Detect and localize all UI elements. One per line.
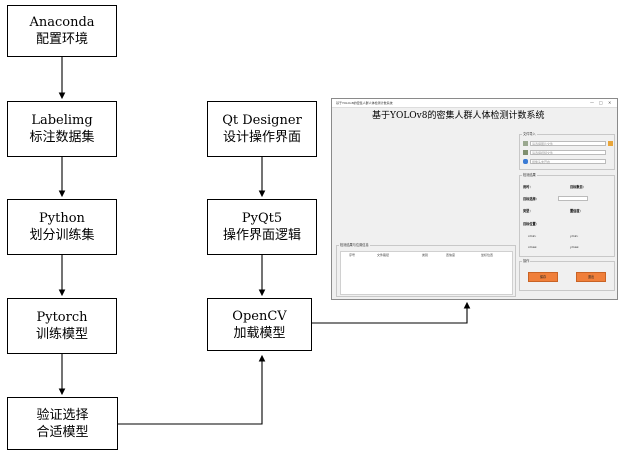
save-button-label: 保存 (539, 275, 547, 279)
node-qtdesigner-line1: Qt Designer (222, 113, 302, 128)
table-header-pos: 坐标位置 (481, 253, 494, 257)
file-group-title: 文件导入 (522, 132, 537, 137)
folder-icon[interactable] (608, 141, 613, 146)
target-select-dropdown[interactable] (558, 196, 588, 201)
image-file-placeholder: 请选择图片文件 (532, 142, 554, 146)
node-opencv: OpenCV 加载模型 (207, 298, 312, 351)
node-pyqt5: PyQt5 操作界面逻辑 (207, 199, 317, 255)
video-icon (523, 150, 528, 155)
ops-group-title: 操作 (522, 259, 531, 264)
node-labelimg-line2: 标注数据集 (29, 130, 95, 145)
ymax-label: ymax: (570, 245, 580, 249)
node-labelimg-line1: Labelimg (31, 113, 93, 128)
result-group: 检测结果 用时： 目标数目： 目标选择： 类型： 置信度： 目标位置： xmin… (519, 173, 615, 257)
ymin-label: ymin: (570, 234, 579, 238)
node-python: Python 划分训练集 (7, 199, 117, 255)
ops-group: 操作 保存 退出 (519, 259, 615, 291)
xmax-label: xmax: (528, 245, 538, 249)
arrow-opencv-app (312, 301, 471, 324)
node-validate-line2: 合适模型 (36, 424, 89, 440)
node-validate: 验证选择 合适模型 (7, 397, 118, 450)
image-file-field[interactable]: 请选择图片文件 (530, 141, 606, 146)
app-window-title: 基于YOLOv8的密集人群人体检测计数系统 (336, 101, 393, 105)
app-window: 基于YOLOv8的密集人群人体检测计数系统 — □ ✕ 基于YOLOv8的密集人… (331, 98, 618, 300)
node-pytorch-line2: 训练模型 (35, 327, 88, 342)
table-group: 检测结果与位置信息 序号 文件路径 类别 置信度 坐标位置 (336, 243, 516, 297)
node-pyqt5-line1: PyQt5 (241, 211, 283, 226)
app-title: 基于YOLOv8的密集人群人体检测计数系统 (372, 111, 545, 121)
count-label: 目标数目： (570, 185, 586, 189)
node-python-line1: Python (39, 211, 85, 226)
position-label: 目标位置： (523, 222, 539, 226)
close-icon[interactable]: ✕ (608, 100, 612, 105)
node-pytorch: Pytorch 训练模型 (7, 298, 117, 354)
node-opencv-line1: OpenCV (232, 308, 287, 324)
confidence-label: 置信度： (570, 209, 583, 213)
node-anaconda-line2: 配置环境 (35, 32, 88, 47)
arrow-validate-opencv (118, 354, 266, 425)
file-group: 文件导入 请选择图片文件 请选择视频文件 摄像头未开启 (519, 132, 615, 170)
node-anaconda-line1: Anaconda (29, 15, 95, 30)
time-label: 用时： (523, 185, 533, 189)
table-header-conf: 置信度 (446, 253, 456, 257)
video-file-field[interactable]: 请选择视频文件 (530, 150, 606, 155)
exit-button-label: 退出 (587, 275, 595, 279)
table-header-path: 文件路径 (377, 253, 390, 257)
minimize-icon[interactable]: — (590, 100, 594, 105)
image-icon (523, 141, 528, 146)
node-validate-line1: 验证选择 (36, 407, 89, 423)
node-opencv-line2: 加载模型 (233, 325, 286, 341)
results-table[interactable]: 序号 文件路径 类别 置信度 坐标位置 (340, 251, 513, 295)
camera-field[interactable]: 摄像头未开启 (530, 159, 606, 164)
exit-button[interactable]: 退出 (576, 272, 606, 282)
node-python-line2: 划分训练集 (29, 228, 95, 243)
table-header-class: 类别 (422, 253, 429, 257)
result-group-title: 检测结果 (522, 173, 537, 178)
node-pyqt5-line2: 操作界面逻辑 (222, 228, 301, 243)
node-anaconda: Anaconda 配置环境 (7, 5, 117, 57)
camera-status: 摄像头未开启 (532, 160, 551, 164)
video-file-placeholder: 请选择视频文件 (532, 151, 554, 155)
maximize-icon[interactable]: □ (599, 100, 603, 105)
app-titlebar: 基于YOLOv8的密集人群人体检测计数系统 — □ ✕ (332, 99, 617, 108)
node-pytorch-line1: Pytorch (36, 310, 88, 325)
save-button[interactable]: 保存 (528, 272, 558, 282)
table-group-title: 检测结果与位置信息 (339, 243, 370, 248)
node-qtdesigner: Qt Designer 设计操作界面 (207, 101, 317, 157)
xmin-label: xmin: (528, 234, 537, 238)
target-select-label: 目标选择： (523, 197, 539, 201)
table-header-index: 序号 (349, 253, 356, 257)
node-qtdesigner-line2: 设计操作界面 (222, 130, 301, 145)
type-label: 类型： (523, 209, 533, 213)
node-labelimg: Labelimg 标注数据集 (7, 101, 117, 157)
camera-icon[interactable] (523, 159, 528, 164)
